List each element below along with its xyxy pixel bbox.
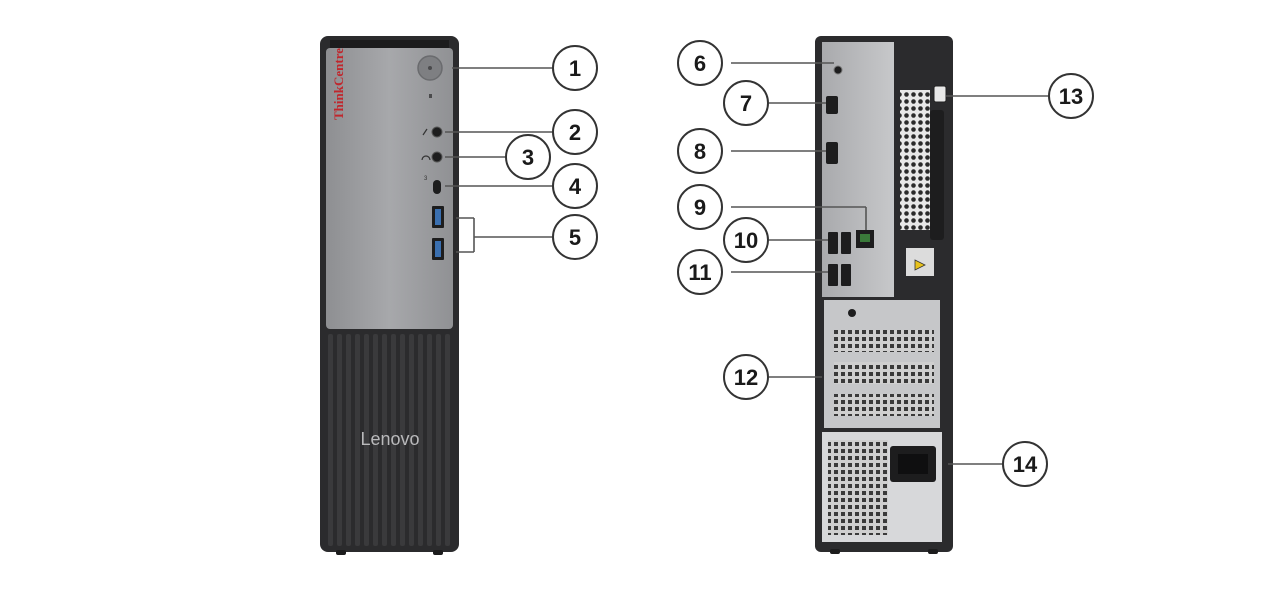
- callout-14-power-connector: 14: [1002, 441, 1048, 487]
- callout-number: 12: [734, 365, 758, 390]
- front-top-vents: [330, 40, 449, 48]
- callout-number: 2: [569, 120, 581, 145]
- callout-circle: [677, 184, 723, 230]
- front-vent-fins: [328, 334, 450, 546]
- callout-number: 13: [1059, 84, 1083, 109]
- callout-11-usb-ports: 11: [677, 249, 723, 295]
- displayport[interactable]: [826, 142, 838, 164]
- callout-number: 9: [694, 195, 706, 220]
- callout-5-usb-a-ports: 5: [552, 214, 598, 260]
- rear-usb-4[interactable]: [841, 264, 851, 286]
- front-view: ThinkCentre 3 Lenovo: [320, 36, 459, 555]
- callout-circle: [677, 128, 723, 174]
- callout-13-security-lock-slot: 13: [1048, 73, 1094, 119]
- lenovo-logo: Lenovo: [360, 429, 419, 449]
- callout-circle: [677, 40, 723, 86]
- callout-circle: [552, 109, 598, 155]
- headphone-jack[interactable]: [431, 151, 443, 163]
- callout-1-power-button: 1: [552, 45, 598, 91]
- callout-circle: [552, 163, 598, 209]
- callout-3-headphone-jack: 3: [505, 134, 551, 180]
- callout-leaders: [445, 62, 1049, 465]
- rear-usb-2[interactable]: [841, 232, 851, 254]
- callout-circle: [505, 134, 551, 180]
- callout-circle: [552, 214, 598, 260]
- callout-circle: [552, 45, 598, 91]
- callout-4-usb-c-port: 4: [552, 163, 598, 209]
- rear-usb-3[interactable]: [828, 264, 838, 286]
- callout-circle: [677, 249, 723, 295]
- rear-audio-jack[interactable]: [833, 65, 843, 75]
- rear-view: [815, 36, 953, 554]
- callout-circle: [723, 80, 769, 126]
- expansion-slots[interactable]: [824, 300, 940, 428]
- callout-number: 14: [1013, 452, 1038, 477]
- callout-number: 6: [694, 51, 706, 76]
- hdmi-port[interactable]: [826, 96, 838, 114]
- callout-number: 3: [522, 145, 534, 170]
- callout-8-displayport: 8: [677, 128, 723, 174]
- front-panel: [326, 48, 453, 329]
- callout-circle: [1002, 441, 1048, 487]
- callout-number: 11: [688, 260, 711, 285]
- callout-number: 5: [569, 225, 581, 250]
- callout-12-expansion-slots: 12: [723, 354, 769, 400]
- callout-circle: [723, 354, 769, 400]
- callout-circle: [1048, 73, 1094, 119]
- activity-led: [429, 94, 432, 98]
- callout-circle: [723, 217, 769, 263]
- callout-10-usb-ports: 10: [723, 217, 769, 263]
- rear-io-panel: [822, 42, 894, 297]
- callout-number: 8: [694, 139, 706, 164]
- microphone-icon: [422, 128, 428, 136]
- callout-6-audio-jack: 6: [677, 40, 723, 86]
- callout-number: 4: [569, 174, 582, 199]
- callout-number: 10: [734, 228, 758, 253]
- rear-top-vent: [900, 90, 930, 230]
- rear-usb-1[interactable]: [828, 232, 838, 254]
- warning-icon: [914, 259, 926, 271]
- callout-9-ethernet-port: 9: [677, 184, 723, 230]
- callout-2-microphone-jack: 2: [552, 109, 598, 155]
- callout-number: 7: [740, 91, 752, 116]
- security-lock-slot[interactable]: [933, 85, 947, 103]
- callout-number: 1: [569, 56, 581, 81]
- callout-7-hdmi-port: 7: [723, 80, 769, 126]
- usb-c-port[interactable]: [433, 180, 441, 194]
- microphone-jack[interactable]: [431, 126, 443, 138]
- headphone-icon: [421, 155, 431, 161]
- svg-text:3: 3: [424, 176, 428, 182]
- thinkcentre-brand: ThinkCentre: [331, 48, 346, 120]
